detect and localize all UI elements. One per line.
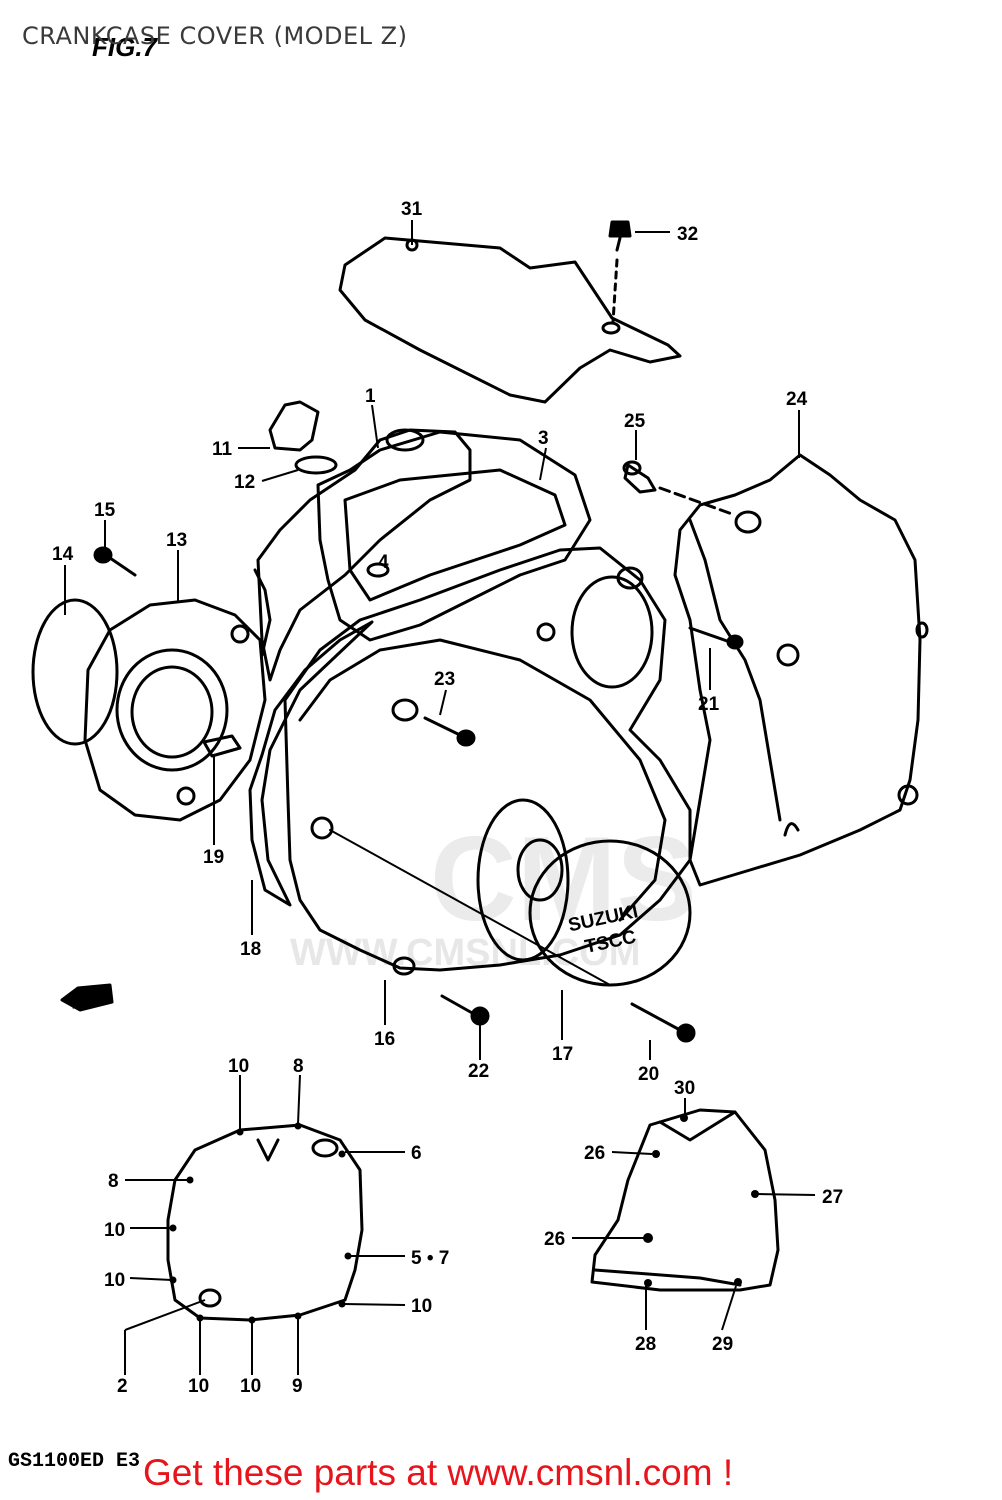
callout-32: 32 <box>677 224 698 245</box>
part-21-bolt <box>688 626 744 650</box>
part-25-dowel-pin <box>622 460 734 516</box>
callout-labels: 31 32 1 3 11 12 15 13 14 4 24 25 21 23 1… <box>52 199 843 1397</box>
callout-9: 9 <box>292 1376 303 1397</box>
callout-10-right: 10 <box>411 1296 432 1317</box>
callout-4: 4 <box>378 552 389 573</box>
callout-24: 24 <box>786 389 808 410</box>
page-title: CRANKCASE COVER (MODEL Z) <box>22 22 408 50</box>
callout-23: 23 <box>434 669 455 690</box>
callout-30: 30 <box>674 1078 695 1099</box>
callout-11: 11 <box>212 439 233 460</box>
callout-18: 18 <box>240 939 261 960</box>
callout-8-left: 8 <box>108 1171 119 1192</box>
callout-27: 27 <box>822 1187 843 1208</box>
callout-14: 14 <box>52 544 74 565</box>
callout-8-top: 8 <box>293 1056 304 1077</box>
callout-31: 31 <box>401 199 423 220</box>
callout-3: 3 <box>538 428 549 449</box>
part-11-oil-filler-cap <box>268 400 320 452</box>
part-24-generator-cover <box>673 453 922 887</box>
part-2-gasket <box>166 1123 364 1322</box>
callout-25: 25 <box>624 411 646 432</box>
callout-16: 16 <box>374 1029 395 1050</box>
part-12-o-ring <box>294 455 338 475</box>
callout-29: 29 <box>712 1334 733 1355</box>
callout-10-bottom-b: 10 <box>240 1376 261 1397</box>
callout-1: 1 <box>365 386 376 407</box>
callout-26-top: 26 <box>584 1143 605 1164</box>
model-code: GS1100ED E3 <box>8 1450 141 1473</box>
part-3-gasket <box>316 430 592 642</box>
callout-13: 13 <box>166 530 187 551</box>
part-32-bolt <box>601 220 632 335</box>
part-14-gasket <box>31 598 119 746</box>
part-20-bolt <box>630 1002 696 1043</box>
callout-20: 20 <box>638 1064 659 1085</box>
callout-10-top: 10 <box>228 1056 249 1077</box>
callout-22: 22 <box>468 1061 489 1082</box>
part-31-cover-plate <box>338 236 682 404</box>
figure-label: FIG.7 <box>92 32 158 62</box>
part-22-bolt <box>440 994 490 1026</box>
callout-15: 15 <box>94 500 116 521</box>
callout-2: 2 <box>117 1376 128 1397</box>
part-27-cover <box>590 1108 780 1292</box>
callout-10-left-b: 10 <box>104 1270 125 1291</box>
part-16-clutch-cover <box>283 546 692 972</box>
callout-21: 21 <box>698 694 720 715</box>
part-19-dowel <box>202 734 242 758</box>
callout-5-7: 5 • 7 <box>411 1248 449 1269</box>
fwd-arrow-icon <box>60 983 114 1012</box>
callout-12: 12 <box>234 472 255 493</box>
callout-10-bottom-a: 10 <box>188 1376 209 1397</box>
callout-19: 19 <box>203 847 224 868</box>
callout-26-bottom: 26 <box>544 1229 565 1250</box>
callout-17: 17 <box>552 1044 573 1065</box>
callout-10-left-a: 10 <box>104 1220 125 1241</box>
part-23-bolt <box>423 716 476 747</box>
part-1-crankcase-cover <box>256 428 472 682</box>
promo-link[interactable]: Get these parts at www.cmsnl.com ! <box>143 1452 734 1493</box>
watermark-logo: CMS <box>430 812 697 946</box>
callout-28: 28 <box>635 1334 656 1355</box>
watermark: CMS WWW.CMSNL.COM <box>290 812 697 974</box>
callout-6: 6 <box>411 1143 422 1164</box>
part-13-cover-plate <box>83 598 267 822</box>
part-15-bolt <box>93 546 137 577</box>
part-18-gasket <box>248 620 374 907</box>
